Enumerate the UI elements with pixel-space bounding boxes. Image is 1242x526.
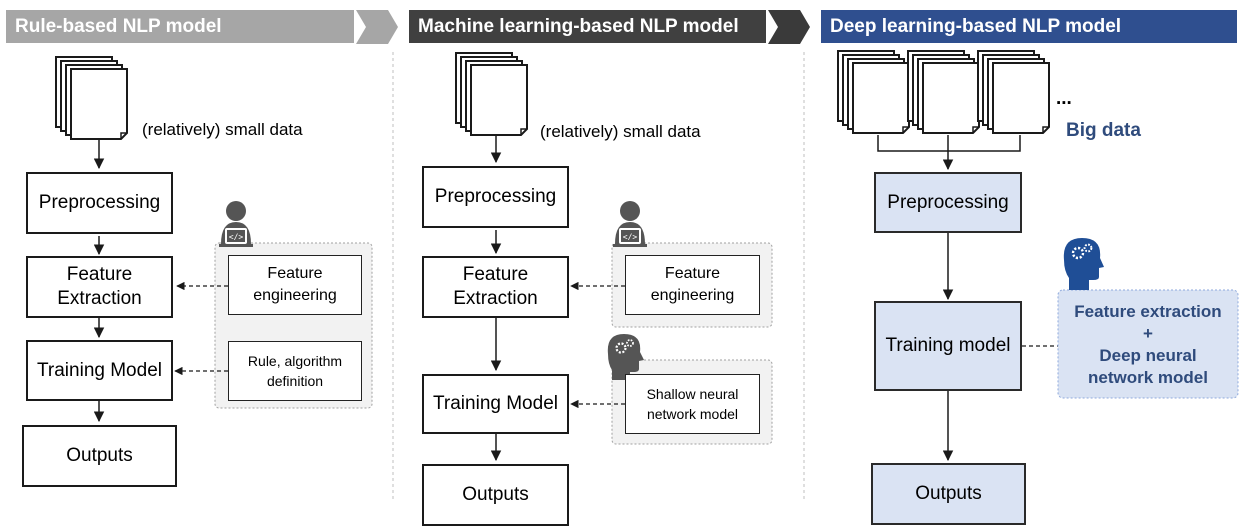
step-feature-extraction: Feature Extraction xyxy=(26,256,173,318)
more-data-ellipsis: ... xyxy=(1056,88,1072,109)
ai-brain-icon xyxy=(1063,238,1104,290)
step-feature-extraction: Feature Extraction xyxy=(422,256,569,318)
document-stack-icon xyxy=(838,51,909,133)
ai-brain-icon xyxy=(607,334,644,380)
human-item-feature-engineering: Feature engineering xyxy=(625,255,760,315)
step-preprocessing: Preprocessing xyxy=(874,172,1022,233)
step-training-model: Training Model xyxy=(422,374,569,434)
step-outputs: Outputs xyxy=(422,464,569,526)
ai-feature-extraction-box: Feature extraction + Deep neural network… xyxy=(1058,298,1238,392)
step-preprocessing: Preprocessing xyxy=(26,172,173,234)
step-training-model: Training model xyxy=(874,301,1022,391)
document-stack-icon xyxy=(456,53,527,135)
data-label: (relatively) small data xyxy=(142,120,303,139)
chevron-arrow-icon xyxy=(356,10,398,44)
ai-label-line: Feature extraction xyxy=(1074,302,1222,321)
step-outputs: Outputs xyxy=(871,463,1026,525)
document-stack-icon xyxy=(908,51,979,133)
panel-header-dl-based: Deep learning-based NLP model xyxy=(821,10,1237,43)
developer-person-icon xyxy=(613,201,647,247)
chevron-arrow-icon xyxy=(768,10,810,44)
ai-label-plus: + xyxy=(1143,324,1153,343)
human-item-feature-engineering: Feature engineering xyxy=(228,255,362,315)
step-training-model: Training Model xyxy=(26,340,173,401)
document-stack-icon xyxy=(978,51,1049,133)
developer-person-icon xyxy=(219,201,253,247)
panel-header-rule-based: Rule-based NLP model xyxy=(6,10,354,43)
step-preprocessing: Preprocessing xyxy=(422,166,569,228)
document-stack-icon xyxy=(56,57,127,139)
panel-header-ml-based: Machine learning-based NLP model xyxy=(409,10,766,43)
data-label: Big data xyxy=(1066,120,1141,141)
data-label: (relatively) small data xyxy=(540,122,701,141)
step-outputs: Outputs xyxy=(22,425,177,487)
ai-item-shallow-network: Shallow neural network model xyxy=(625,374,760,434)
human-item-rule-definition: Rule, algorithm definition xyxy=(228,341,362,401)
ai-label-line: Deep neural network model xyxy=(1088,346,1208,387)
